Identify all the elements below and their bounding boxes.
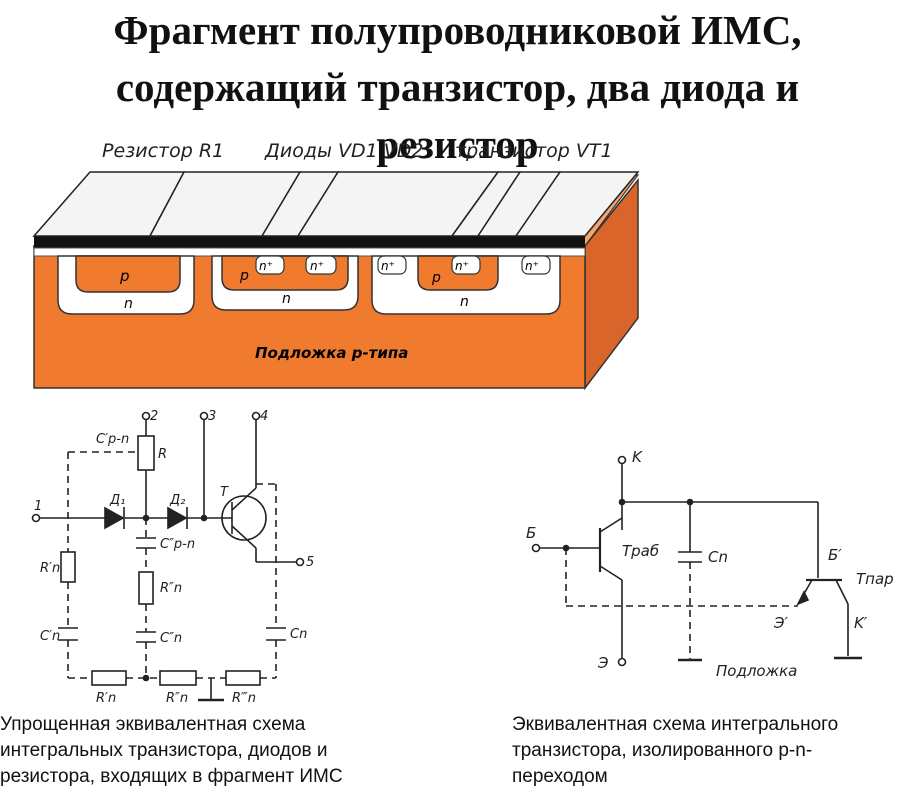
- left-schematic: [31, 411, 305, 702]
- t-par-collector: [835, 579, 849, 605]
- title-line-1: Фрагмент полупроводниковой ИМС,: [113, 7, 802, 53]
- label-node4: 4: [260, 409, 268, 424]
- left-caption: Упрощенная эквивалентная схема интеграль…: [0, 712, 470, 790]
- label-cn-right: Cn: [708, 548, 728, 566]
- resistor-rn1b: [91, 670, 127, 686]
- nplus-emitter: [451, 255, 481, 275]
- parasitic-network: [67, 451, 277, 679]
- resistor-rn3b: [225, 670, 261, 686]
- label-node5: 5: [306, 555, 314, 570]
- nplus-label-1: n⁺: [259, 259, 273, 273]
- right-schematic-labels: K Б Э Tраб Cn Б′ Tпар Э′ K′ Подложка: [526, 448, 894, 680]
- right-caption-line-2: транзистора, изолированного p-n-: [512, 740, 813, 761]
- resistor-rn2: [138, 571, 154, 605]
- n-label-3: n: [460, 294, 469, 310]
- terminal-3: [199, 411, 209, 421]
- left-caption-line-1: Упрощенная эквивалентная схема: [0, 714, 306, 735]
- terminal-5: [295, 557, 305, 567]
- label-t: T: [220, 485, 229, 500]
- diode-d2: [167, 506, 188, 530]
- label-cn: Cn: [290, 627, 307, 642]
- nplus-diode-1: [255, 255, 285, 275]
- label-tpar: Tпар: [856, 570, 894, 588]
- label-d2: Д₂: [169, 493, 185, 508]
- label-b: Б: [526, 524, 536, 542]
- label-e: Э: [597, 654, 609, 672]
- title-line-3: резистор: [376, 121, 539, 167]
- label-diodes: Диоды VD1 VD2: [265, 140, 424, 162]
- substrate-label: Подложка p-типа: [255, 344, 408, 362]
- terminal-2: [141, 411, 151, 421]
- transistor-t-circle: [221, 495, 267, 541]
- label-rn1b: R′n: [96, 691, 116, 706]
- label-cpn1: C′p-n: [96, 432, 129, 447]
- left-caption-line-2: интегральных транзистора, диодов и: [0, 740, 328, 761]
- p-label-1: p: [119, 267, 130, 285]
- label-substrate-right: Подложка: [716, 662, 797, 680]
- transistor-t-emitter: [231, 525, 257, 549]
- page-title: Фрагмент полупроводниковой ИМС, содержащ…: [0, 2, 915, 173]
- diode-d1: [104, 506, 125, 530]
- label-k2: K′: [854, 614, 868, 632]
- metal-contact-7: [514, 171, 640, 237]
- label-r: R: [158, 447, 167, 462]
- right-caption-line-3: переходом: [512, 766, 608, 787]
- label-e2: Э′: [773, 614, 788, 632]
- t-rab-emitter: [599, 565, 623, 581]
- terminal-k: [617, 455, 627, 465]
- left-schematic-labels: 1 2 3 4 5 R C′p-n Д₁ Д₂ T C″p-n R′n R″n …: [34, 409, 314, 706]
- nplus-label-4: n⁺: [455, 259, 469, 273]
- resistor-rn2b: [159, 670, 197, 686]
- chip-structure: p n p n⁺ n⁺ n n⁺ n⁺ n⁺ p n Подложка p-ти…: [32, 171, 640, 391]
- t-par-arrow: [796, 590, 810, 606]
- right-caption-line-1: Эквивалентная схема интегрального: [512, 714, 839, 735]
- label-node3: 3: [208, 409, 216, 424]
- junction-bottom: [142, 674, 150, 682]
- t-rab-collector: [599, 517, 623, 533]
- terminal-b: [531, 543, 541, 553]
- nplus-diode-2: [305, 255, 337, 275]
- terminal-1: [31, 513, 41, 523]
- p-label-2: p: [239, 268, 249, 284]
- nplus-label-5: n⁺: [525, 259, 539, 273]
- label-rn3b: R‴n: [232, 691, 256, 706]
- nplus-collector: [377, 255, 407, 275]
- label-d1: Д₁: [109, 493, 125, 508]
- terminal-e: [617, 657, 627, 667]
- nplus-contact: [521, 255, 551, 275]
- right-schematic: [531, 455, 862, 667]
- label-b2: Б′: [828, 546, 842, 564]
- label-k: K: [632, 448, 643, 466]
- title-line-2: содержащий транзистор, два диода и: [115, 64, 800, 110]
- nplus-label-3: n⁺: [381, 259, 395, 273]
- label-cn2: C″n: [160, 631, 182, 646]
- oxide-layer: [34, 236, 585, 248]
- nplus-label-2: n⁺: [310, 259, 324, 273]
- label-traб: Tраб: [622, 542, 659, 560]
- label-node2: 2: [150, 409, 158, 424]
- transistor-t-collector: [231, 487, 257, 511]
- p-region-resistor: [75, 255, 181, 293]
- resistor-rn1: [60, 551, 76, 583]
- right-dashed: [565, 548, 798, 660]
- label-cn1: C′n: [40, 629, 60, 644]
- label-rn2b: R″n: [166, 691, 188, 706]
- p-label-3: p: [431, 270, 441, 286]
- right-caption: Эквивалентная схема интегрального транзи…: [512, 712, 912, 790]
- oxide-hatch: [33, 247, 586, 257]
- resistor-r: [137, 435, 155, 471]
- label-rn2: R″n: [160, 581, 182, 596]
- left-caption-line-3: резистора, входящих в фрагмент ИМС: [0, 766, 343, 787]
- label-rn1: R′n: [40, 561, 60, 576]
- label-node1: 1: [34, 499, 42, 514]
- label-transistor: транзистор VT1: [455, 140, 613, 162]
- label-cpn2: C″p-n: [160, 537, 195, 552]
- n-label-2: n: [282, 291, 291, 307]
- junction-node3: [200, 514, 208, 522]
- n-label-1: n: [124, 296, 133, 312]
- terminal-4: [251, 411, 261, 421]
- label-resistor: Резистор R1: [102, 140, 225, 162]
